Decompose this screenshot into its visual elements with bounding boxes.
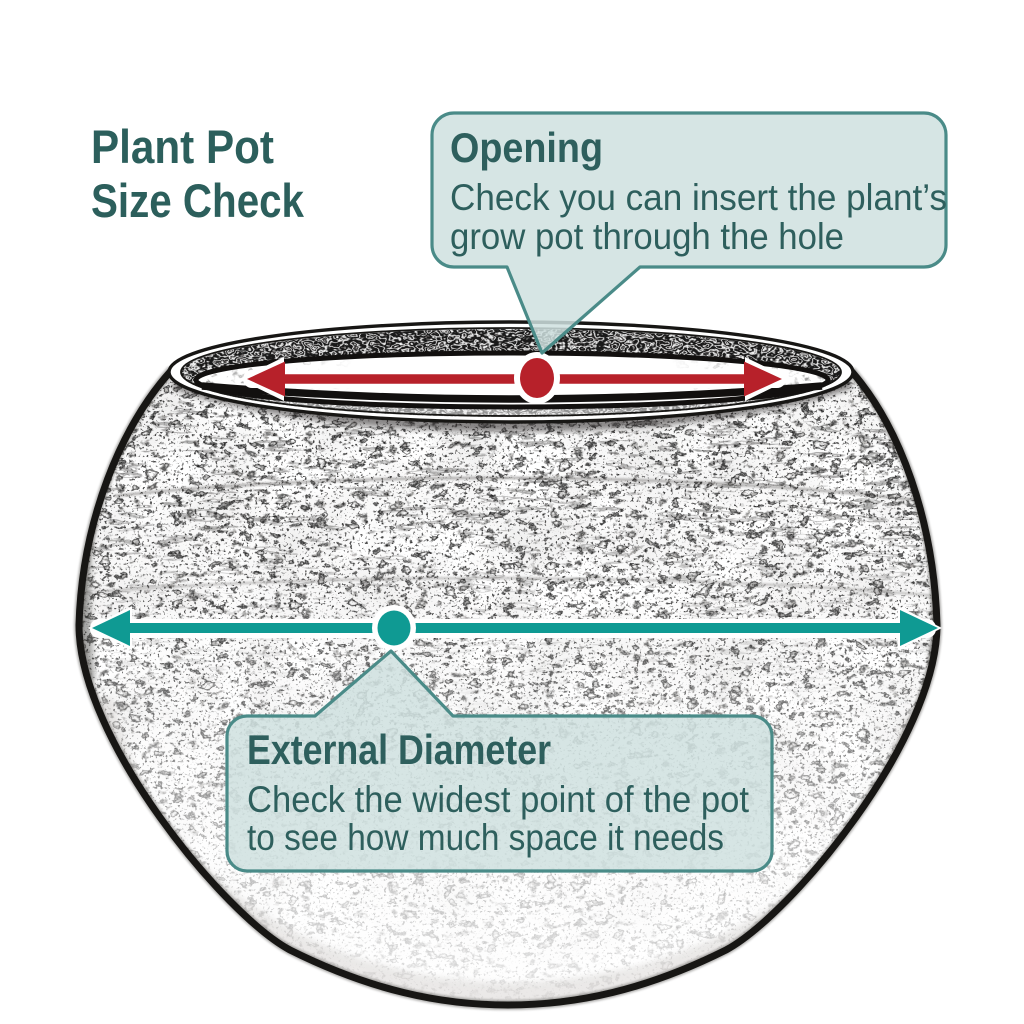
- opening-callout-line2: grow pot through the hole: [450, 216, 844, 257]
- diameter-arrowhead-right: [900, 610, 938, 646]
- external-diameter-line1: Check the widest point of the pot: [247, 779, 750, 820]
- pot-body-texture: [79, 372, 937, 1005]
- opening-arrowhead-right: [744, 361, 782, 397]
- opening-callout-bubble: [430, 111, 948, 355]
- title-line-1: Plant Pot: [91, 120, 274, 173]
- page-title: Plant Pot Size Check: [91, 120, 305, 227]
- title-line-2: Size Check: [91, 174, 305, 227]
- diameter-measure-arrow: [88, 605, 942, 651]
- rim-lip-line: [180, 327, 842, 417]
- diameter-arrowhead-left: [92, 610, 130, 646]
- opening-center-dot: [520, 358, 554, 398]
- opening-arrowhead-left: [247, 361, 285, 397]
- external-diameter-heading: External Diameter: [247, 726, 551, 773]
- external-diameter-callout-bubble: [225, 649, 774, 873]
- opening-bottom-edge: [201, 382, 823, 403]
- opening-callout-heading: Opening: [450, 124, 603, 171]
- pot-body: [60, 320, 960, 1020]
- opening-measure-arrow: [239, 352, 790, 404]
- opening-callout-line1: Check you can insert the plant’s: [450, 177, 947, 218]
- contour-line-upper: [114, 476, 931, 504]
- contour-line-lower: [94, 577, 936, 597]
- opening-callout: Opening Check you can insert the plant’s…: [430, 111, 948, 355]
- external-diameter-line2: to see how much space it needs: [247, 817, 724, 858]
- external-diameter-callout: External Diameter Check the widest point…: [225, 649, 774, 873]
- diameter-center-dot: [377, 610, 411, 646]
